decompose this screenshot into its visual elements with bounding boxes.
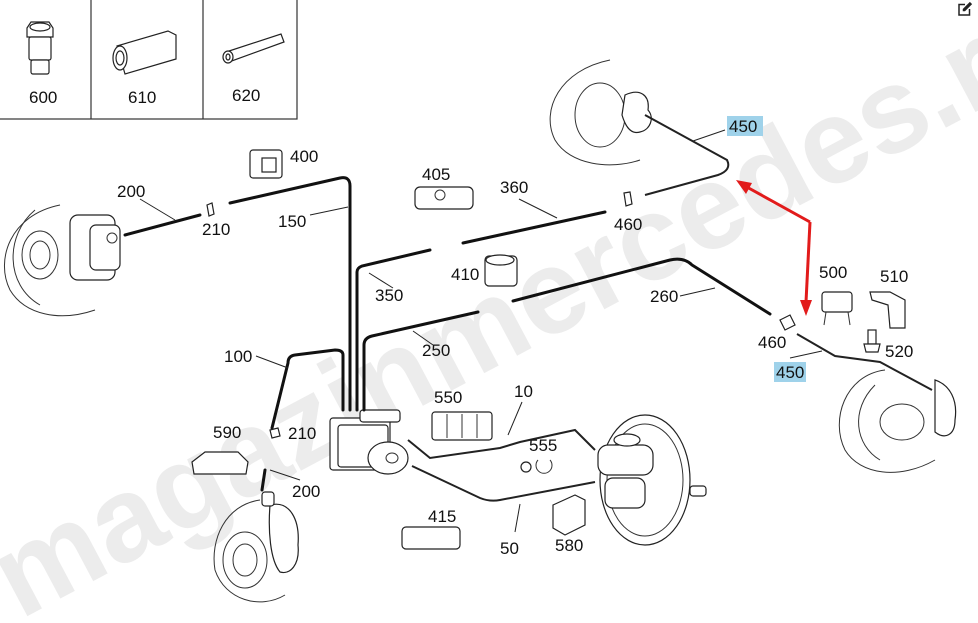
union-nut-icon — [26, 21, 54, 75]
abs-hydraulic-unit — [329, 409, 409, 475]
pipe-100 — [270, 348, 345, 430]
label-590[interactable]: 590 — [213, 423, 241, 442]
highlight-450-upper — [727, 116, 763, 136]
arrow-to-450-lower — [804, 221, 812, 303]
pipe-150 — [228, 176, 352, 412]
parts-inset-table: 600 610 620 — [0, 0, 298, 120]
label-250[interactable]: 250 — [422, 341, 450, 360]
label-200-lower[interactable]: 200 — [292, 482, 320, 501]
label-550[interactable]: 550 — [434, 388, 462, 407]
label-210-upper[interactable]: 210 — [202, 220, 230, 239]
brake-pipes — [123, 114, 933, 502]
label-200-upper[interactable]: 200 — [117, 182, 145, 201]
annotation-arrows — [736, 180, 812, 316]
label-100[interactable]: 100 — [224, 347, 252, 366]
pipe-50 — [411, 465, 596, 502]
bolt-520-icon — [863, 329, 881, 353]
tube-piece-icon — [222, 33, 285, 64]
pipe-10 — [407, 428, 596, 460]
clip-405-icon — [414, 186, 474, 210]
label-415[interactable]: 415 — [428, 507, 456, 526]
pipe-200-front-right — [260, 468, 267, 492]
pipe-260 — [511, 257, 772, 316]
edit-button[interactable] — [956, 0, 974, 18]
clip-555-icon — [520, 459, 553, 474]
part-labels: 200 210 400 150 405 360 460 450 410 350 … — [117, 116, 913, 558]
connector-sleeve-icon — [112, 30, 177, 75]
pipe-450-lower — [796, 333, 933, 391]
front-right-brake-disc — [213, 491, 299, 603]
rear-lower-brake-disc — [838, 369, 957, 473]
bracket-410-icon — [484, 254, 518, 287]
pipe-450-upper — [644, 114, 730, 196]
part-number-600: 600 — [29, 88, 57, 107]
label-405[interactable]: 405 — [422, 165, 450, 184]
bracket-400-icon — [249, 149, 283, 179]
clip-415-icon — [401, 526, 461, 550]
arrow-to-450-upper — [744, 184, 811, 224]
brake-booster — [597, 414, 707, 546]
label-210-lower[interactable]: 210 — [288, 424, 316, 443]
part-number-610: 610 — [128, 88, 156, 107]
label-450-lower[interactable]: 450 — [776, 363, 804, 382]
clip-210-lower — [269, 427, 281, 439]
bracket-510-icon — [869, 291, 906, 329]
arrowhead-lower — [800, 300, 812, 316]
arrowhead-upper — [736, 180, 752, 194]
damper-580-icon — [552, 494, 586, 536]
label-410[interactable]: 410 — [451, 265, 479, 284]
pipe-360 — [461, 210, 607, 245]
label-400[interactable]: 400 — [290, 147, 318, 166]
label-520[interactable]: 520 — [885, 342, 913, 361]
inset-cell-600[interactable]: 600 — [26, 21, 57, 107]
label-460-lower[interactable]: 460 — [758, 333, 786, 352]
part-number-620: 620 — [232, 86, 260, 105]
label-150[interactable]: 150 — [278, 212, 306, 231]
label-580[interactable]: 580 — [555, 536, 583, 555]
highlight-450-lower — [774, 362, 806, 382]
label-350[interactable]: 350 — [375, 286, 403, 305]
front-left-brake-disc — [3, 204, 121, 317]
label-10[interactable]: 10 — [514, 382, 533, 401]
inset-cell-610[interactable]: 610 — [112, 30, 177, 107]
label-450-upper[interactable]: 450 — [729, 117, 757, 136]
pipe-250 — [362, 310, 480, 412]
label-555[interactable]: 555 — [529, 436, 557, 455]
inset-cell-620[interactable]: 620 — [222, 33, 285, 105]
clip-210-upper — [206, 202, 215, 217]
pipe-200-front-left — [123, 213, 202, 237]
holder-500-icon — [821, 291, 853, 326]
label-260[interactable]: 260 — [650, 287, 678, 306]
label-500[interactable]: 500 — [819, 263, 847, 282]
label-50[interactable]: 50 — [500, 539, 519, 558]
clip-460-upper — [623, 191, 633, 207]
label-360[interactable]: 360 — [500, 178, 528, 197]
clip-460-lower — [779, 314, 796, 331]
label-510[interactable]: 510 — [880, 267, 908, 286]
rear-upper-brake-disc — [549, 59, 652, 166]
cover-590-icon — [191, 451, 249, 475]
clip-550-icon — [431, 411, 493, 441]
pipe-350 — [355, 248, 432, 412]
leader-lines — [139, 129, 823, 533]
label-460-upper[interactable]: 460 — [614, 215, 642, 234]
edit-icon — [958, 1, 973, 16]
